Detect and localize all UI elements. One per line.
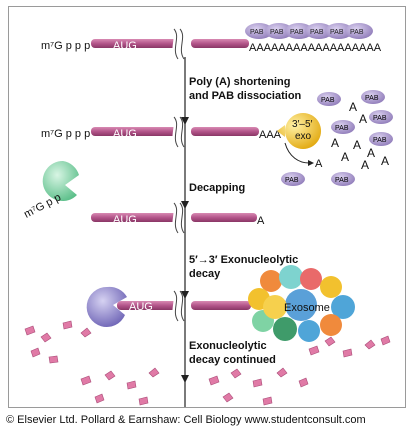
arrow-head	[181, 201, 189, 209]
released-a: A	[315, 158, 323, 170]
svg-text:PAB: PAB	[335, 177, 349, 184]
arrow-head	[181, 375, 189, 383]
degraded-fragments	[24, 320, 391, 406]
pab-label: PAB	[290, 29, 304, 36]
break-mark	[173, 290, 185, 322]
aug-label: AUG	[113, 40, 137, 52]
mrna-strand	[117, 301, 177, 310]
decapping-enzyme	[42, 160, 79, 201]
arrow-head	[181, 117, 189, 125]
svg-text:A: A	[353, 138, 361, 152]
exonuclease-3-5	[277, 113, 322, 149]
poly-a-tail-short: AAA	[259, 129, 282, 141]
released-pab-cluster: PAB PAB PAB PAB PAB PAB	[317, 90, 393, 186]
svg-text:A: A	[341, 150, 349, 164]
step-1-line-2: and PAB dissociation	[189, 90, 302, 102]
svg-text:A: A	[381, 154, 389, 168]
exonuclease-5-3	[86, 286, 127, 327]
break-mark	[173, 116, 185, 148]
svg-text:A: A	[331, 136, 339, 150]
pab-label: PAB	[270, 29, 284, 36]
exo-3-5-label: 3′–5′	[292, 119, 313, 130]
copyright-credit: © Elsevier Ltd. Pollard & Earnshaw: Cell…	[6, 414, 366, 426]
mrna-strand	[191, 213, 257, 222]
mrna-row-1: m⁷G p p p AUG AAAAAAAAAAAAAAAAAA PAB PAB…	[41, 23, 382, 61]
arrow-head	[181, 291, 189, 299]
pab-label: PAB	[285, 177, 299, 184]
step-3-line-2: decay	[189, 268, 221, 280]
step-4-line-1: Exonucleolytic	[189, 340, 267, 352]
step-3-line-1: 5′→3′ Exonucleolytic	[189, 254, 298, 266]
mrna-strand	[191, 301, 251, 310]
mrna-row-4: AUG Exosome	[86, 265, 355, 342]
released-pab	[281, 172, 305, 186]
step-2-line-1: Decapping	[189, 182, 245, 194]
step-1-line-1: Poly (A) shortening	[189, 76, 290, 88]
mrna-row-3: m⁷G p p AUG A	[22, 160, 265, 235]
mrna-strand	[191, 39, 249, 48]
diagram-panel: m⁷G p p p AUG AAAAAAAAAAAAAAAAAA PAB PAB…	[8, 6, 406, 408]
cap-label: m⁷G p p p	[41, 128, 90, 140]
svg-text:A: A	[367, 146, 375, 160]
pab-label: PAB	[310, 29, 324, 36]
removed-cap: m⁷G p p	[22, 191, 63, 220]
cap-label: m⁷G p p p	[41, 40, 90, 52]
svg-text:PAB: PAB	[373, 137, 387, 144]
svg-text:A: A	[361, 158, 369, 172]
mrna-decay-diagram: m⁷G p p p AUG AAAAAAAAAAAAAAAAAA PAB PAB…	[22, 23, 393, 407]
aug-label: AUG	[113, 214, 137, 226]
mrna-strand	[91, 213, 177, 222]
poly-a-single: A	[257, 215, 265, 227]
mrna-row-2: m⁷G p p p AUG AAA 3′–5′ exo A PAB PAB PA…	[41, 90, 393, 186]
aug-label: AUG	[129, 301, 153, 313]
exosome-label: Exosome	[284, 302, 330, 314]
release-arrow	[284, 142, 310, 164]
mrna-strand	[191, 127, 259, 136]
pab-cluster: PAB PAB PAB PAB PAB PAB	[245, 23, 373, 39]
poly-a-tail: AAAAAAAAAAAAAAAAAA	[249, 42, 382, 54]
svg-text:PAB: PAB	[365, 95, 379, 102]
break-mark	[173, 28, 185, 60]
break-mark	[173, 202, 185, 234]
exosome-complex: Exosome	[248, 265, 355, 342]
step-4-line-2: decay continued	[189, 354, 276, 366]
svg-text:PAB: PAB	[335, 125, 349, 132]
pab-label: PAB	[330, 29, 344, 36]
aug-label: AUG	[113, 128, 137, 140]
mrna-strand	[91, 39, 177, 48]
exo-label: exo	[295, 131, 312, 142]
svg-text:A: A	[359, 112, 367, 126]
svg-text:PAB: PAB	[321, 97, 335, 104]
pab-label: PAB	[350, 29, 364, 36]
svg-text:A: A	[349, 100, 357, 114]
mrna-strand	[91, 127, 177, 136]
released-a-cluster: A A A A A A A A	[331, 100, 389, 172]
svg-text:PAB: PAB	[373, 115, 387, 122]
pab-label: PAB	[250, 29, 264, 36]
